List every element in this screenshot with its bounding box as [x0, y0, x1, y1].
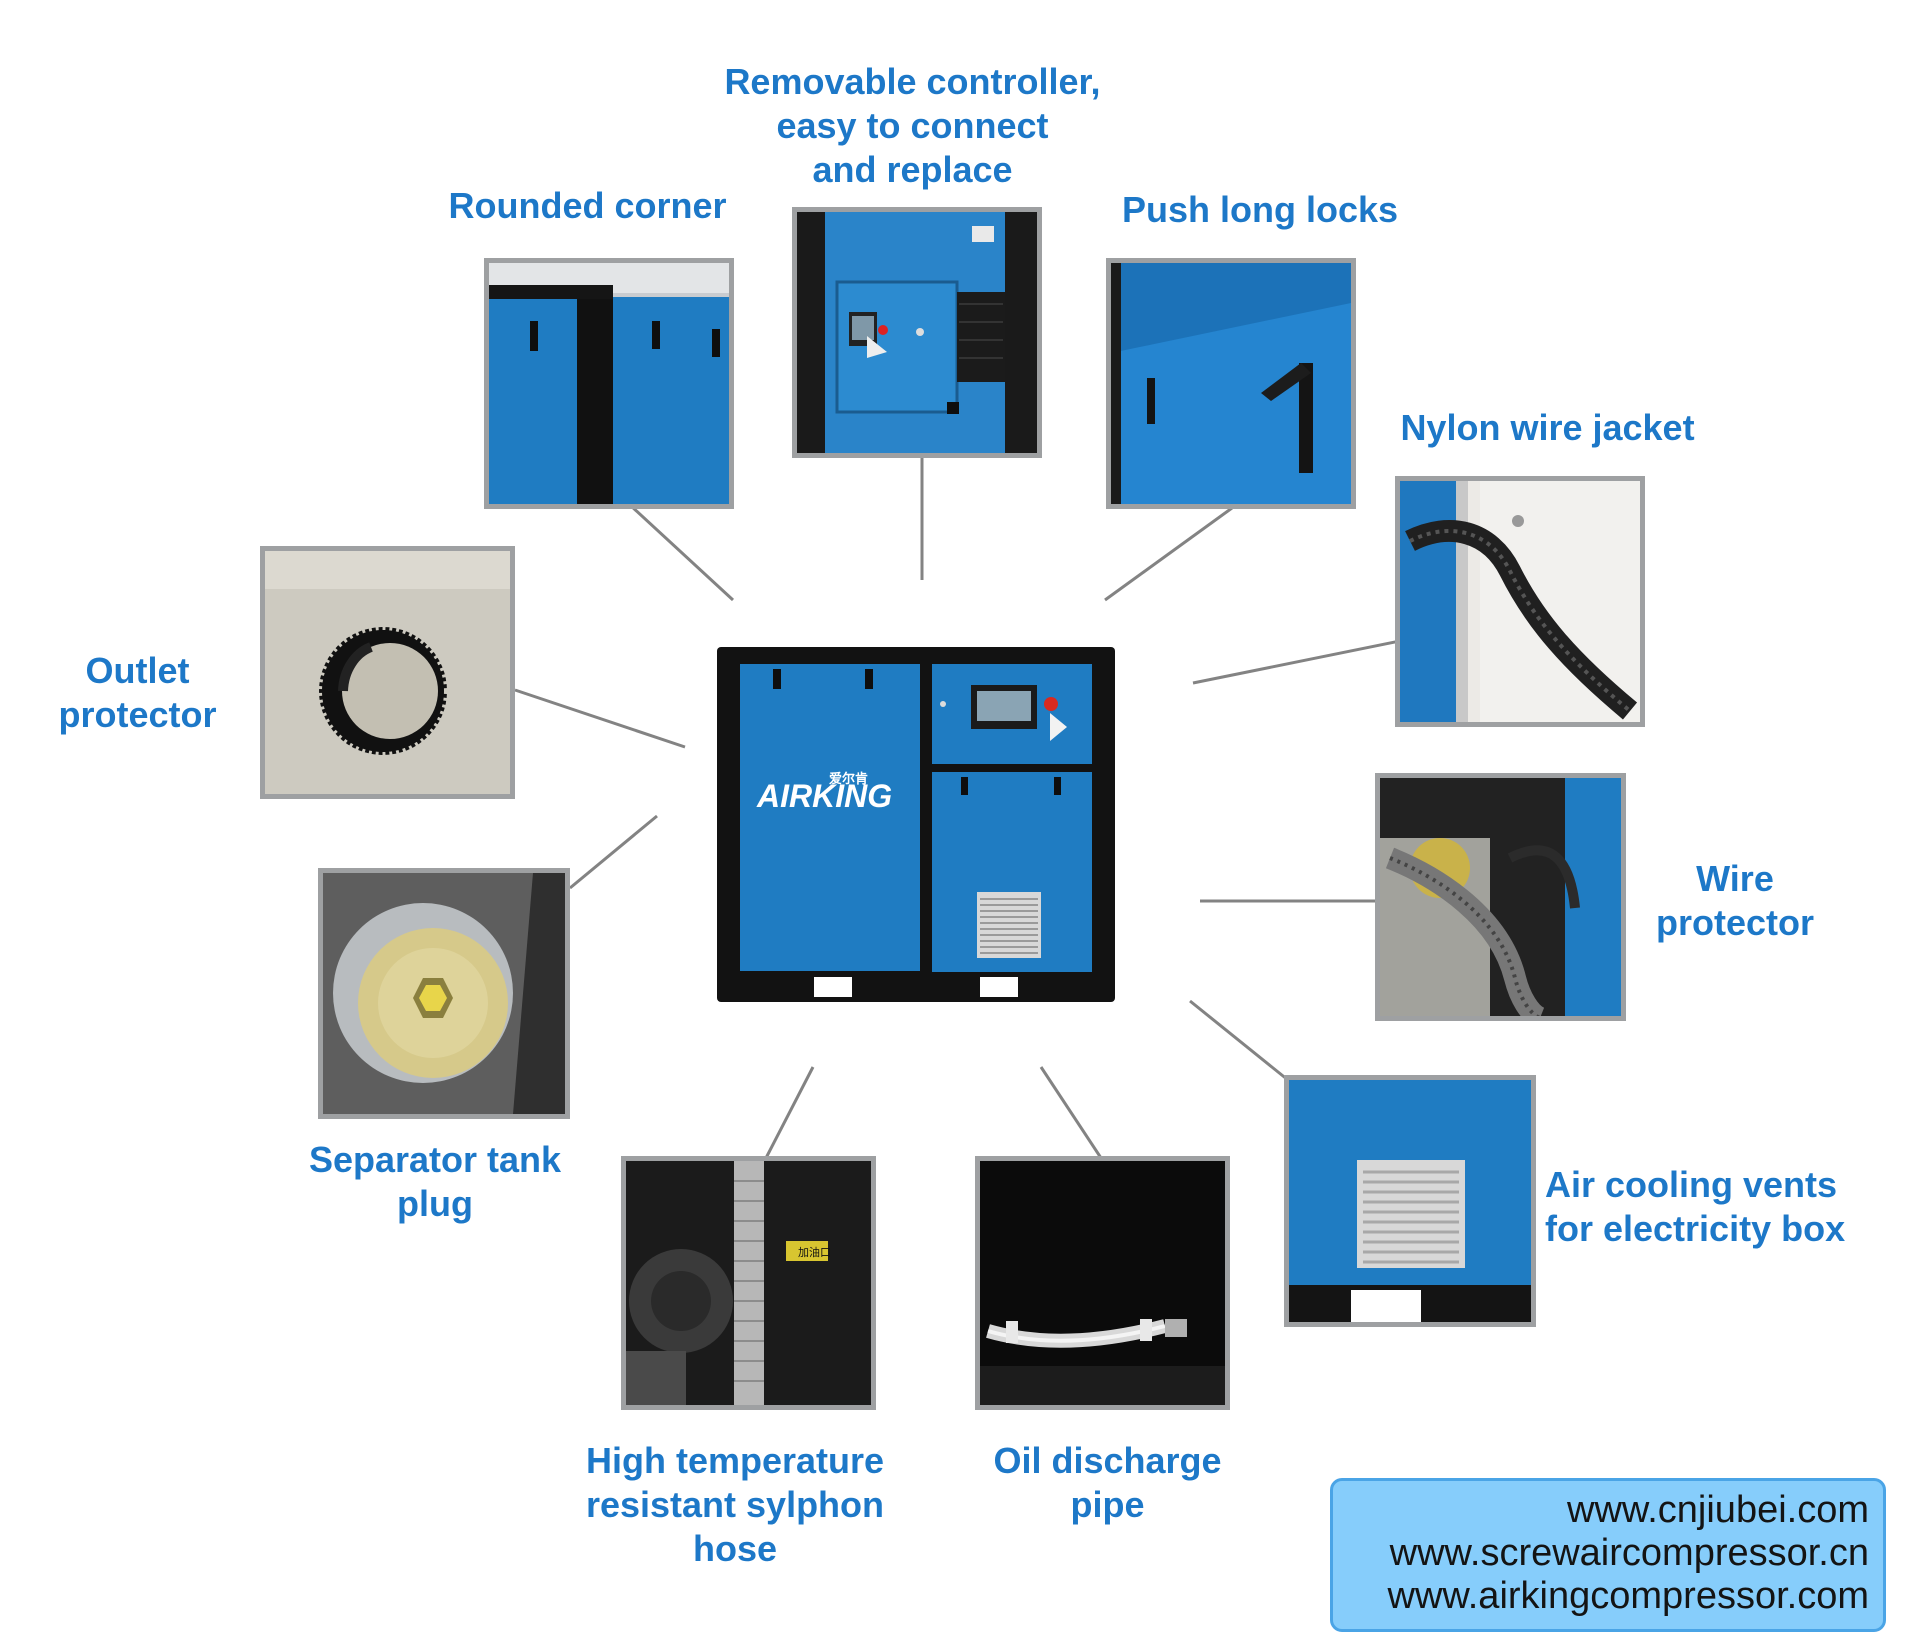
label-rounded-corner: Rounded corner	[448, 185, 727, 226]
label-removable-controller: Removable controller, easy to connect an…	[724, 61, 1101, 190]
website-url-1: www.cnjiubei.com	[1567, 1489, 1869, 1531]
website-url-2: www.screwaircompressor.cn	[1389, 1532, 1869, 1574]
oil-fill-tag-text: 加油口	[798, 1245, 831, 1259]
connector-sylphon-hose	[764, 1066, 815, 1159]
label-sylphon-hose: High temperature resistant sylphon hose	[585, 1440, 885, 1569]
label-wire-protector: Wire protector	[1655, 858, 1814, 943]
photo-wire-protector	[1375, 773, 1626, 1021]
photo-push-long-locks	[1106, 258, 1356, 509]
connector-air-cooling-vents	[1189, 999, 1289, 1082]
photo-nylon-wire-jacket	[1395, 476, 1645, 727]
photo-removable-controller	[792, 207, 1042, 458]
label-nylon-wire-jacket: Nylon wire jacket	[1400, 407, 1695, 448]
photo-oil-discharge-pipe	[975, 1156, 1230, 1410]
photo-outlet-protector	[260, 546, 515, 799]
connector-rounded-corner	[628, 503, 735, 602]
brand-logo-cn: 爱尔肯	[829, 771, 868, 787]
photo-separator-tank-plug	[318, 868, 570, 1119]
connector-push-long-locks	[1104, 506, 1233, 602]
main-compressor-image: AIRKING 爱尔肯	[717, 647, 1115, 1002]
label-separator-tank-plug: Separator tank plug	[308, 1139, 562, 1224]
photo-air-cooling-vents	[1284, 1075, 1536, 1327]
connector-oil-discharge-pipe	[1039, 1066, 1103, 1159]
photo-sylphon-hose: 加油口	[621, 1156, 876, 1410]
connector-nylon-wire-jacket	[1192, 639, 1401, 685]
label-outlet-protector: Outlet protector	[58, 650, 217, 735]
websites-box: www.cnjiubei.com www.screwaircompressor.…	[1330, 1478, 1886, 1632]
connector-separator-tank-plug	[569, 814, 658, 890]
label-oil-discharge-pipe: Oil discharge pipe	[993, 1440, 1222, 1525]
connector-outlet-protector	[514, 688, 686, 749]
label-push-long-locks: Push long locks	[1121, 189, 1399, 230]
label-air-cooling-vents: Air cooling vents for electricity box	[1545, 1164, 1846, 1249]
brand-logo: AIRKING	[756, 778, 892, 814]
photo-rounded-corner	[484, 258, 734, 509]
website-url-3: www.airkingcompressor.com	[1387, 1575, 1869, 1617]
